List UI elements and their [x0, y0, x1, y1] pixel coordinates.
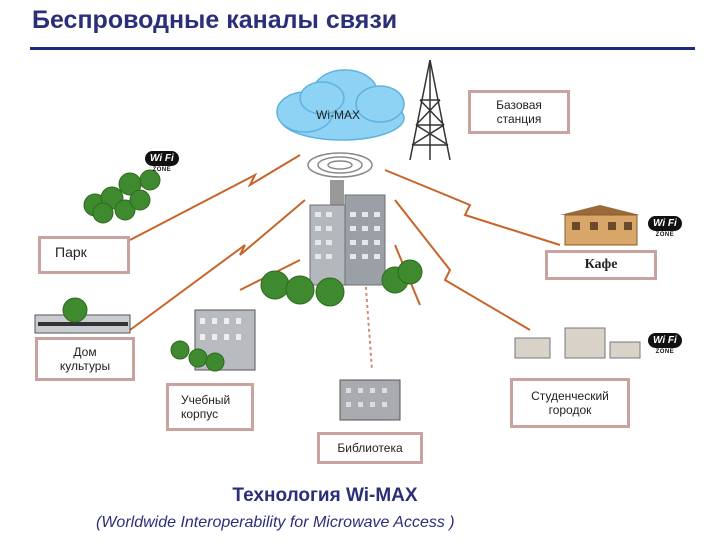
- technology-subtitle: (Worldwide Interoperability for Microwav…: [96, 514, 455, 531]
- link-tower-campus: [394, 199, 531, 331]
- student-town-box: Студенческий городок: [510, 378, 630, 428]
- wimax-cloud-label: Wi-MAX: [316, 108, 360, 122]
- wifi-badge-icon: Wi Fi: [648, 216, 682, 231]
- cafe-box: Кафе: [545, 250, 657, 280]
- wimax-cloud: [276, 69, 405, 141]
- culture-house-box: Дом культуры: [35, 337, 135, 381]
- page-title: Беспроводные каналы связи: [32, 6, 398, 34]
- wifi-zone-park: Wi Fi ZONE: [145, 148, 179, 173]
- link-tower-culture: [129, 199, 306, 331]
- wifi-zone-label: ZONE: [152, 167, 172, 173]
- wifi-zone-cafe: Wi Fi ZONE: [648, 213, 682, 238]
- cafe-house-icon: [560, 205, 640, 246]
- link-tower-library: [364, 274, 373, 371]
- link-tower-park: [129, 154, 301, 241]
- link-tower-cafe: [384, 169, 561, 246]
- park-trees-icon: [83, 169, 161, 224]
- park-box: Парк: [38, 236, 130, 274]
- wifi-zone-label: ZONE: [655, 349, 675, 355]
- wifi-badge-icon: Wi Fi: [145, 151, 179, 166]
- wifi-zone-label: ZONE: [655, 232, 675, 238]
- antenna-tower-icon: [409, 59, 451, 161]
- central-office-building-icon: [260, 180, 423, 307]
- campus-building-box: Учебный корпус: [166, 383, 254, 431]
- signal-rings-icon: [307, 152, 373, 178]
- technology-title: Технология Wi-MAX: [232, 485, 418, 506]
- study-building-icon: [170, 309, 256, 372]
- library-box: Библиотека: [317, 432, 423, 464]
- base-station-box: Базовая станция: [468, 90, 570, 134]
- student-town-icon: [514, 327, 641, 359]
- title-underline: [30, 47, 695, 50]
- wifi-badge-icon: Wi Fi: [648, 333, 682, 348]
- wifi-zone-student-town: Wi Fi ZONE: [648, 330, 682, 355]
- library-building-icon: [339, 379, 401, 421]
- culture-house-icon: [34, 297, 131, 334]
